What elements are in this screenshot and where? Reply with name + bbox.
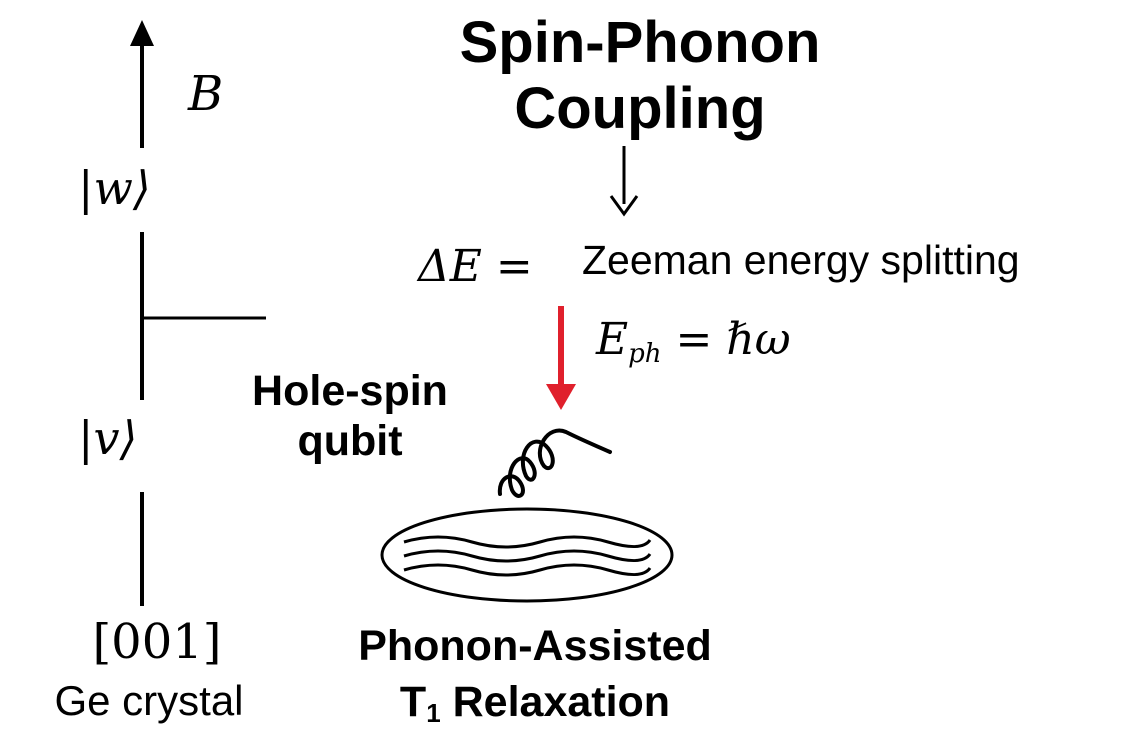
delta-e-label: ΔE = bbox=[418, 241, 533, 292]
phonon-energy-rhs: = ℏω bbox=[661, 314, 791, 365]
phonon-squiggle bbox=[497, 428, 612, 498]
phonon-wave-2 bbox=[403, 549, 652, 563]
crystal-direction-label: [001] bbox=[92, 614, 222, 670]
t1-symbol: T bbox=[399, 678, 427, 726]
t1-subscript: 1 bbox=[426, 698, 441, 728]
relaxation-line-1: Phonon-Assisted bbox=[358, 622, 712, 670]
magnetic-field-label: B bbox=[188, 66, 224, 122]
diagram-title: Spin-Phonon Coupling bbox=[360, 10, 920, 142]
lower-state-ket: |v⟩ bbox=[78, 411, 138, 465]
phonon-wave-1 bbox=[403, 535, 652, 549]
qubit-label-line-1: Hole-spin bbox=[252, 367, 448, 415]
relaxation-line-2: T1 Relaxation bbox=[290, 674, 780, 741]
relaxation-word: Relaxation bbox=[440, 678, 671, 726]
title-line-1: Spin-Phonon bbox=[459, 10, 821, 75]
crystal-label: Ge crystal bbox=[54, 677, 244, 724]
phonon-energy-symbol: E bbox=[596, 314, 629, 365]
qubit-label-line-2: qubit bbox=[297, 417, 403, 465]
phonon-wave-3 bbox=[403, 563, 652, 577]
phonon-energy-equation: Eph = ℏω bbox=[596, 318, 791, 369]
phonon-energy-subscript: ph bbox=[628, 339, 662, 369]
relaxation-label: Phonon-Assisted T1 Relaxation bbox=[290, 618, 780, 741]
emission-arrow-head bbox=[546, 384, 576, 410]
qubit-label: Hole-spin qubit bbox=[180, 366, 520, 466]
b-field-arrowhead bbox=[130, 20, 154, 46]
upper-state-ket: |w⟩ bbox=[78, 161, 151, 215]
coupling-arrow-head bbox=[609, 195, 639, 217]
phonon-waves bbox=[403, 535, 652, 577]
title-line-2: Coupling bbox=[514, 76, 766, 141]
zeeman-description: Zeeman energy splitting bbox=[582, 237, 1020, 283]
phonon-ellipse bbox=[380, 507, 674, 603]
